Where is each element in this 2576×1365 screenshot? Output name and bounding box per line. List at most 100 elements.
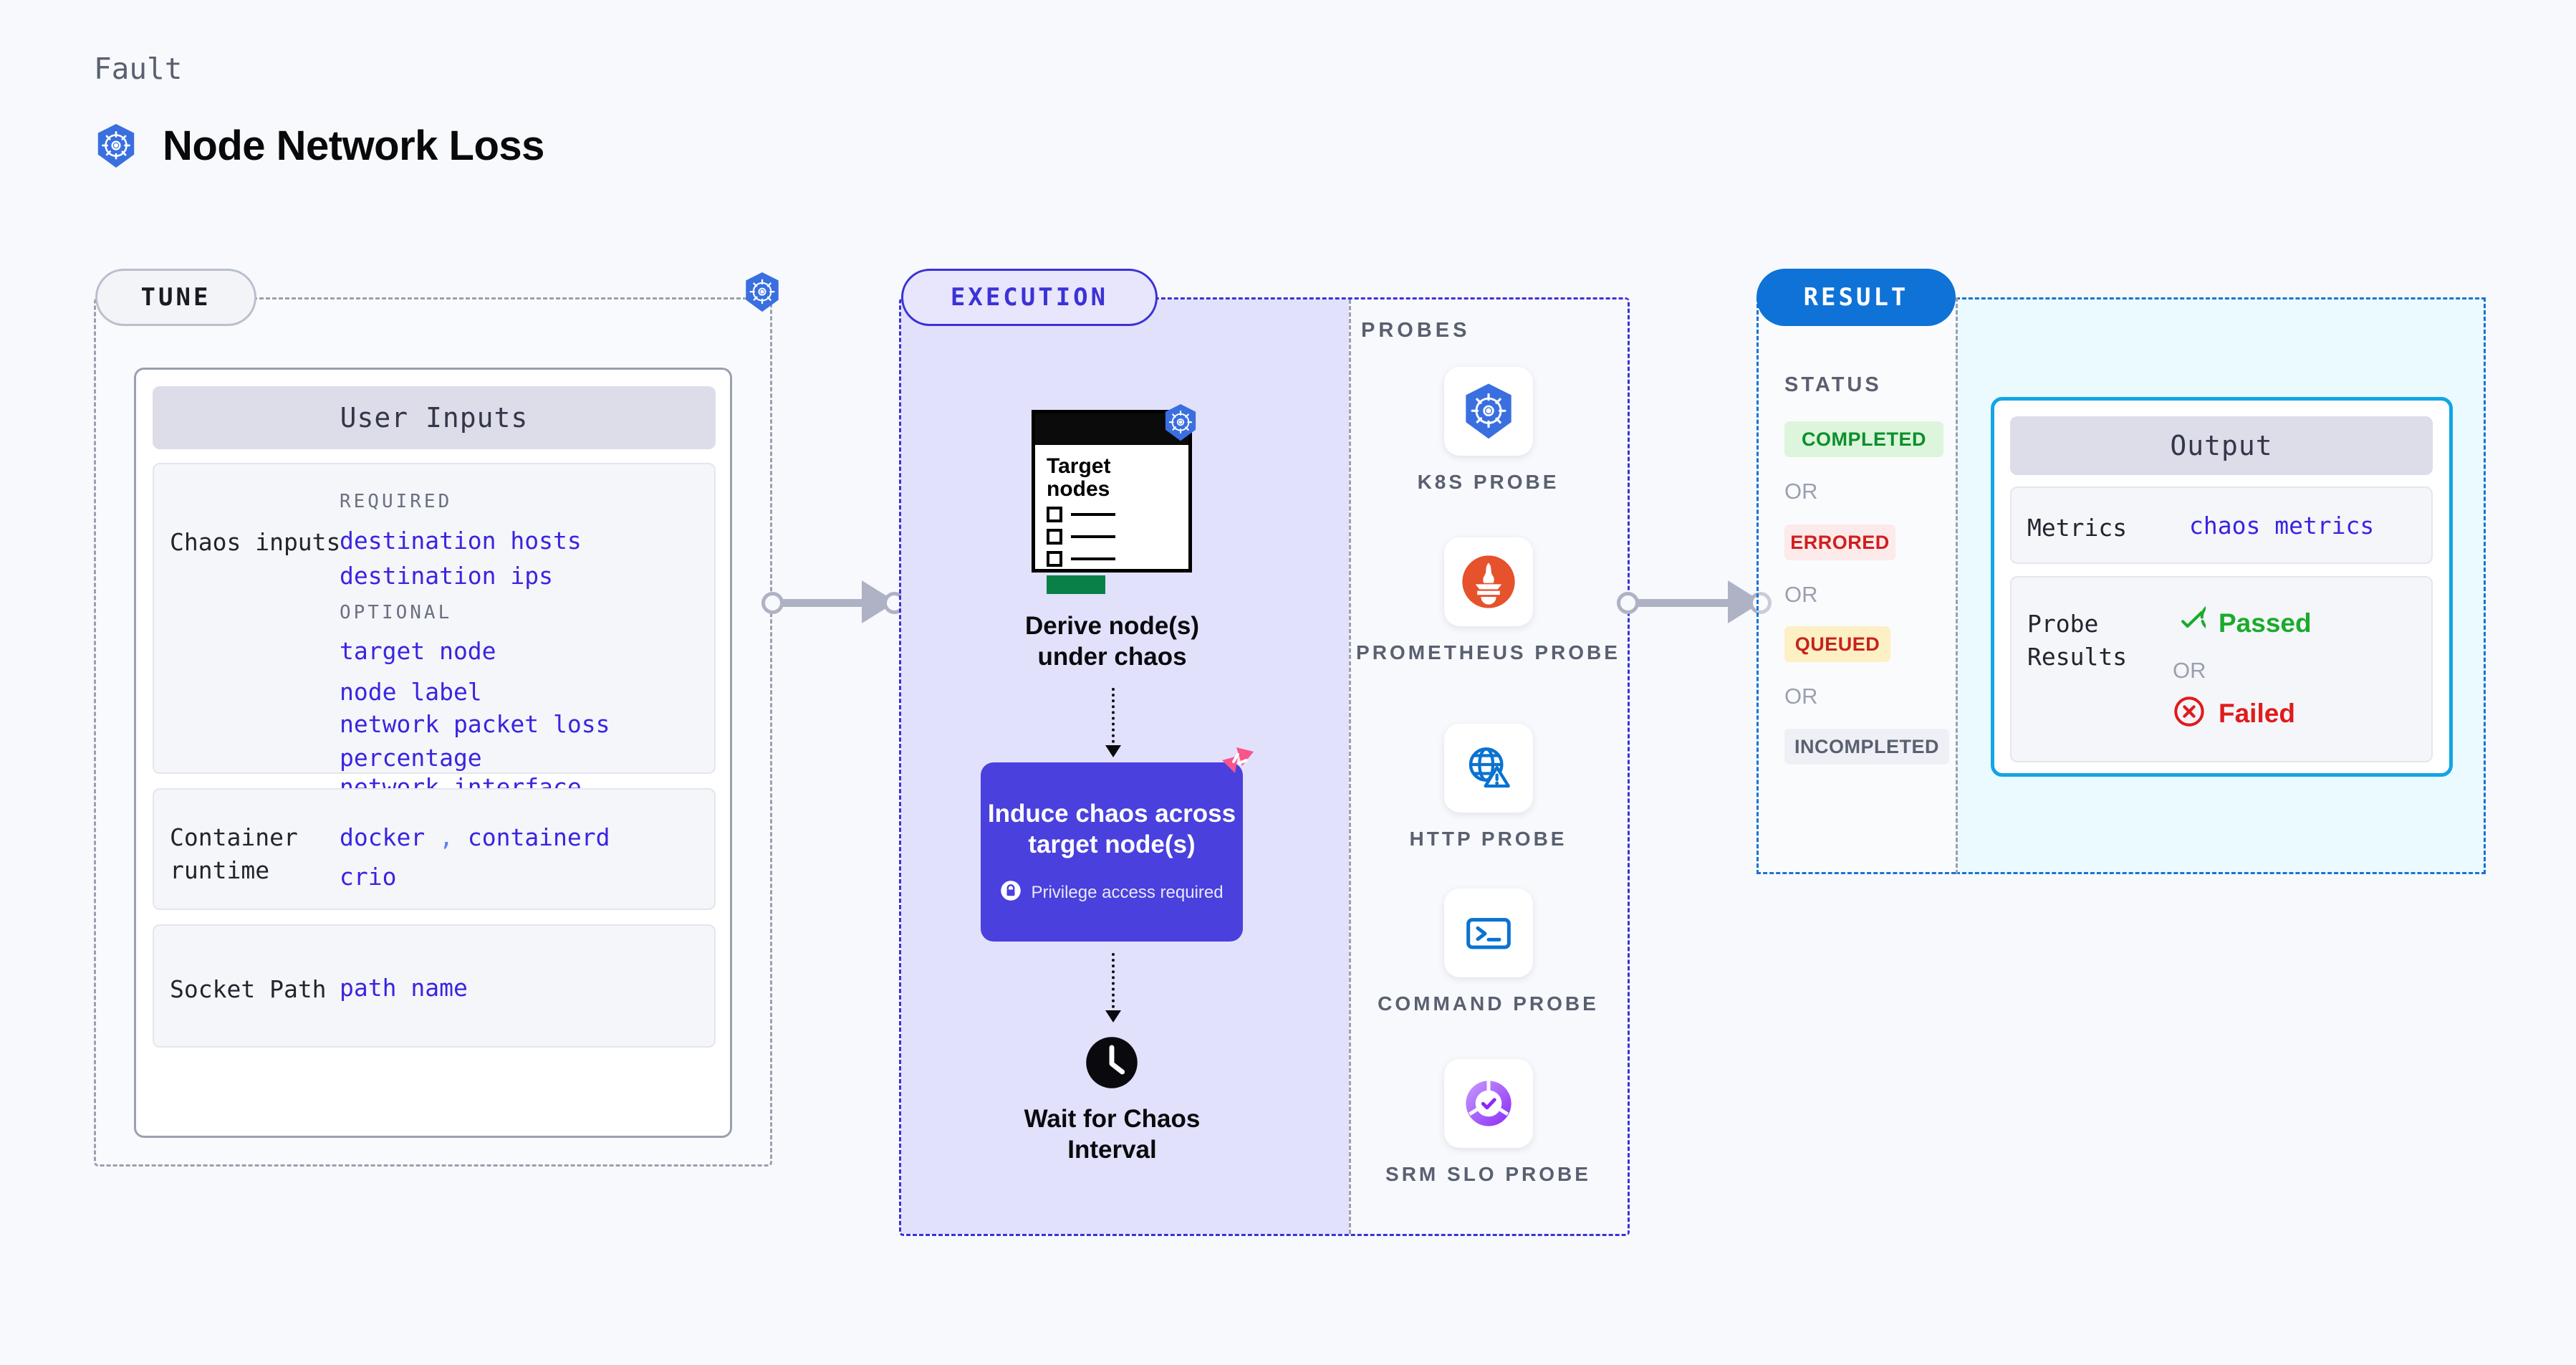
status-or-1: OR — [1784, 479, 1818, 504]
metrics-value[interactable]: chaos metrics — [2189, 512, 2375, 540]
globe-warning-icon — [1443, 724, 1533, 813]
container-runtime-values-line1[interactable]: docker , containerd — [340, 821, 610, 855]
kubernetes-icon — [94, 123, 138, 170]
user-inputs-title: User Inputs — [153, 386, 716, 449]
flow-arrow-1 — [1105, 745, 1121, 757]
probe-prometheus[interactable]: PROMETHEUS PROBE — [1349, 537, 1628, 666]
target-nodes-card-body: Target nodes — [1035, 445, 1188, 594]
runtime-docker[interactable]: docker — [340, 823, 426, 851]
optional-item-node-label[interactable]: node label — [340, 678, 482, 706]
container-runtime-label: Container runtime — [170, 821, 327, 886]
container-runtime-label-text: Container runtime — [170, 823, 298, 884]
required-item-destination-ips[interactable]: destination ips — [340, 562, 554, 590]
probe-http[interactable]: HTTP PROBE — [1349, 724, 1628, 853]
srm-slo-icon — [1443, 1059, 1533, 1148]
privilege-note-text: Privilege access required — [1031, 882, 1224, 902]
probe-verdict-failed-text: Failed — [2219, 698, 2295, 728]
probe-label: SRM SLO PROBE — [1385, 1163, 1591, 1185]
induce-chaos-box: Induce chaos across target node(s) Privi… — [981, 762, 1243, 942]
wait-interval-caption-line1: Wait for Chaos — [1024, 1105, 1201, 1133]
status-badge-incompleted: INCOMPLETED — [1784, 729, 1949, 765]
connector-tune-to-execution — [761, 580, 905, 623]
prometheus-icon — [1443, 537, 1533, 626]
probes-title: PROBES — [1361, 319, 1471, 342]
target-nodes-title-line2: nodes — [1047, 476, 1110, 501]
line-placeholder — [1071, 557, 1115, 560]
target-node-row — [1047, 551, 1177, 567]
wait-interval-caption: Wait for Chaos Interval — [989, 1103, 1236, 1166]
probe-label: COMMAND PROBE — [1378, 992, 1599, 1015]
runtime-containerd[interactable]: containerd — [467, 823, 610, 851]
probe-results-label-line2: Results — [2027, 642, 2128, 671]
probe-results-label: Probe Results — [2027, 608, 2127, 673]
user-inputs-card: User Inputs Chaos inputs REQUIRED destin… — [134, 368, 732, 1138]
checkbox-icon — [1047, 551, 1062, 567]
connector-execution-to-result — [1617, 580, 1774, 623]
required-item-destination-hosts[interactable]: destination hosts — [340, 527, 582, 555]
target-nodes-card: Target nodes — [1032, 410, 1192, 594]
terminal-icon — [1443, 889, 1533, 977]
probe-results-label-line1: Probe — [2027, 610, 2099, 638]
socket-path-value[interactable]: path name — [340, 974, 468, 1002]
probe-label: K8S PROBE — [1417, 471, 1559, 493]
status-badge-errored: ERRORED — [1784, 525, 1895, 560]
tune-corner-kubernetes-icon — [742, 271, 782, 317]
fault-eyebrow: Fault — [94, 52, 183, 86]
derive-nodes-caption-line1: Derive node(s) — [1024, 612, 1200, 640]
status-or-3: OR — [1784, 684, 1818, 709]
probe-label: HTTP PROBE — [1409, 828, 1567, 850]
output-card: Output Metrics chaos metrics Probe Resul… — [1991, 397, 2453, 777]
target-node-row — [1047, 529, 1177, 545]
checkbox-icon — [1047, 529, 1062, 545]
chaos-inputs-section: Chaos inputs REQUIRED destination hosts … — [153, 463, 716, 801]
result-status-divider — [1956, 297, 1958, 874]
status-badge-completed: COMPLETED — [1784, 421, 1943, 457]
status-or-2: OR — [1784, 582, 1818, 607]
result-badge[interactable]: RESULT — [1756, 269, 1956, 326]
status-bar-indicator — [1047, 575, 1105, 594]
metrics-row: Metrics chaos metrics — [2010, 487, 2433, 564]
optional-item-network-packet-loss-percentage[interactable]: network packet loss percentage — [340, 710, 610, 772]
result-status-region — [1756, 297, 1956, 874]
probe-results-row: Probe Results Passed OR — [2010, 576, 2433, 762]
probe-verdict-failed: Failed — [2173, 695, 2295, 732]
x-circle-icon — [2173, 695, 2206, 732]
container-runtime-section: Container runtime docker , containerd cr… — [153, 788, 716, 910]
clock-icon — [1084, 1035, 1140, 1094]
metrics-label: Metrics — [2027, 514, 2128, 542]
probe-label: PROMETHEUS PROBE — [1356, 641, 1620, 664]
probe-command[interactable]: COMMAND PROBE — [1349, 889, 1628, 1017]
induce-chaos-title-line1: Induce chaos across — [987, 799, 1236, 828]
runtime-crio[interactable]: crio — [340, 863, 397, 891]
privilege-note: Privilege access required — [1000, 880, 1224, 905]
flow-arrow-2 — [1105, 1010, 1121, 1022]
target-nodes-title-line1: Target — [1047, 454, 1111, 478]
flow-line-2 — [1112, 953, 1115, 1014]
derive-nodes-caption-line2: under chaos — [1037, 643, 1187, 671]
output-title: Output — [2010, 416, 2433, 475]
check-circle-icon — [2173, 602, 2231, 641]
chaos-inputs-label: Chaos inputs — [170, 528, 341, 556]
optional-item-target-node[interactable]: target node — [340, 637, 496, 665]
status-badge-queued: QUEUED — [1784, 626, 1890, 662]
required-heading: REQUIRED — [340, 491, 453, 512]
derive-nodes-caption: Derive node(s) under chaos — [989, 610, 1236, 673]
page-title: Node Network Loss — [94, 122, 544, 170]
runtime-separator: , — [439, 823, 453, 851]
line-placeholder — [1071, 535, 1115, 538]
probe-srm-slo[interactable]: SRM SLO PROBE — [1349, 1059, 1628, 1188]
target-nodes-card-kubernetes-icon — [1162, 403, 1199, 446]
status-title: STATUS — [1784, 373, 1882, 396]
probe-verdict-passed-text: Passed — [2219, 608, 2312, 638]
execution-panel — [899, 297, 1630, 1236]
probe-k8s[interactable]: K8S PROBE — [1349, 367, 1628, 496]
page-title-text: Node Network Loss — [163, 123, 544, 169]
line-placeholder — [1071, 513, 1115, 516]
checkbox-icon — [1047, 507, 1062, 522]
litmus-logo-icon — [1215, 744, 1255, 788]
induce-chaos-title-line2: target node(s) — [1028, 830, 1196, 858]
target-nodes-card-titlebar — [1035, 413, 1188, 445]
tune-badge[interactable]: TUNE — [95, 269, 256, 326]
wait-interval-caption-line2: Interval — [1067, 1136, 1157, 1164]
execution-badge[interactable]: EXECUTION — [901, 269, 1158, 326]
